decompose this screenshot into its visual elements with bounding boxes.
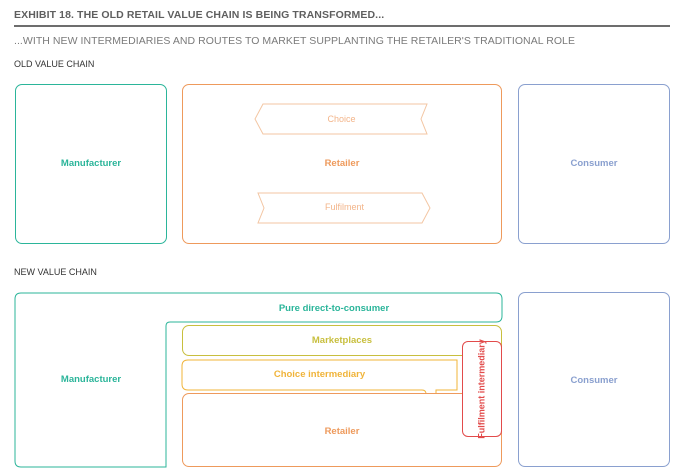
- choice-label: Choice: [327, 114, 356, 124]
- new-retailer-label: Retailer: [324, 426, 360, 437]
- new-manufacturer-label: Manufacturer: [60, 374, 122, 385]
- fulfilment-intermediary-box: [462, 341, 502, 437]
- old-chain-label: OLD VALUE CHAIN: [14, 59, 95, 69]
- exhibit-title: EXHIBIT 18. THE OLD RETAIL VALUE CHAIN I…: [14, 9, 385, 21]
- new-chain-label: NEW VALUE CHAIN: [14, 267, 97, 277]
- fulfilment-arrow: [257, 192, 431, 224]
- choice-arrow: [254, 103, 428, 135]
- old-consumer-box: Consumer: [518, 84, 670, 244]
- old-manufacturer-box: Manufacturer: [15, 84, 167, 244]
- old-manufacturer-label: Manufacturer: [60, 158, 122, 169]
- new-consumer-box: Consumer: [518, 292, 670, 467]
- title-divider: [14, 25, 670, 27]
- fulfilment-intermediary-label: Fulfilment intermediary: [476, 339, 487, 439]
- fulfilment-label: Fulfilment: [324, 202, 364, 212]
- marketplaces-label: Marketplaces: [311, 335, 373, 346]
- marketplaces-box: Marketplaces: [182, 325, 502, 356]
- new-retailer-box: Retailer: [182, 393, 502, 467]
- old-consumer-label: Consumer: [570, 158, 618, 169]
- old-retailer-label: Retailer: [324, 158, 360, 169]
- choice-intermediary-label: Choice intermediary: [273, 369, 366, 380]
- pure-dtc-label: Pure direct-to-consumer: [278, 303, 390, 314]
- exhibit-subtitle: ...WITH NEW INTERMEDIARIES AND ROUTES TO…: [14, 35, 576, 47]
- new-consumer-label: Consumer: [570, 375, 618, 386]
